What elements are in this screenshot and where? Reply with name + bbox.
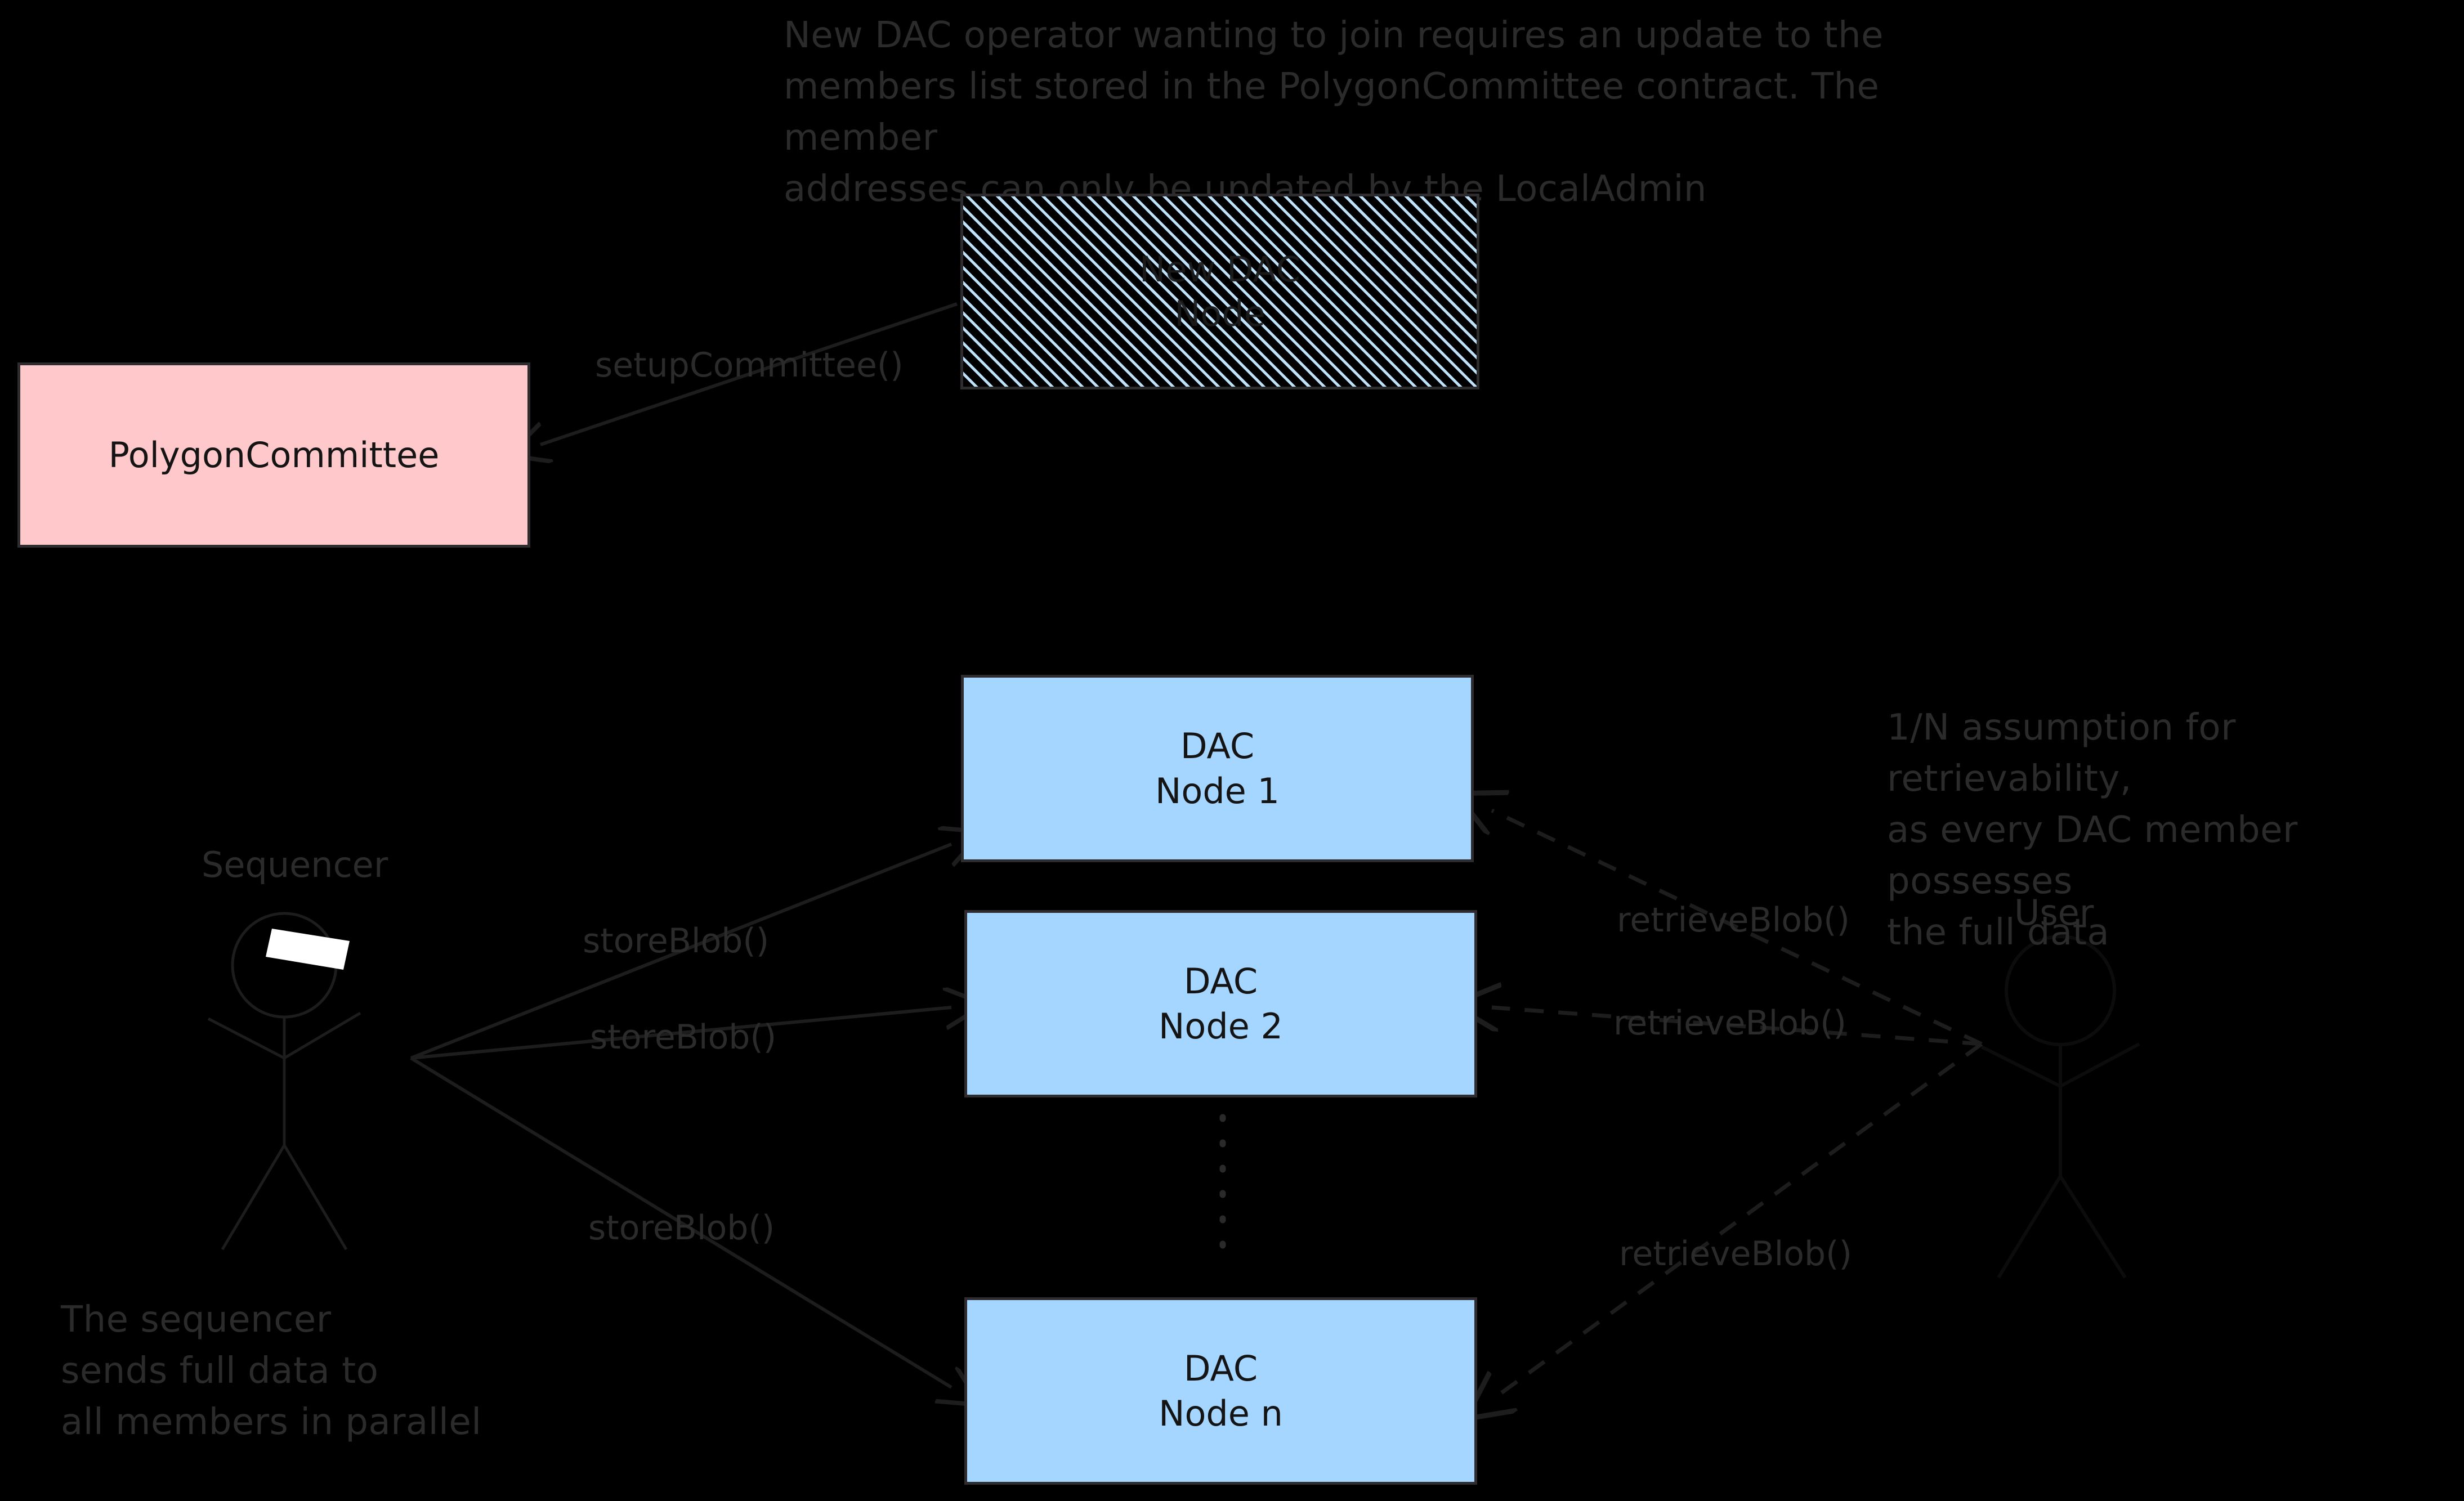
retrieve-blob-2-label: retrieveBlob() [1613, 1003, 1846, 1043]
dac-node-2-box[interactable]: DAC Node 2 [964, 910, 1477, 1097]
right-annotation: 1/N assumption for retrievability, as ev… [1887, 707, 2298, 953]
setup-committee-label: setupCommittee() [595, 346, 904, 385]
sequencer-label: Sequencer [202, 844, 388, 885]
new-dac-node-box[interactable]: New DAC Node [960, 194, 1479, 389]
polygon-committee-label: PolygonCommittee [108, 434, 440, 476]
user-figure [1980, 935, 2140, 1279]
retrieve-blob-n-label: retrieveBlob() [1619, 1234, 1852, 1274]
user-label: User [2014, 892, 2094, 933]
polygon-committee-box[interactable]: PolygonCommittee [17, 362, 530, 548]
top-annotation: New DAC operator wanting to join require… [784, 15, 1884, 210]
new-dac-node-label: New DAC Node [1139, 248, 1301, 334]
sequencer-hat-icon [266, 929, 350, 970]
retrieve-blob-1-label: retrieveBlob() [1617, 900, 1850, 940]
edge-retrieve-blob-noden [1497, 1042, 1983, 1396]
store-blob-1-label: storeBlob() [583, 921, 770, 961]
dac-node-n-box[interactable]: DAC Node n [964, 1297, 1477, 1485]
store-blob-2-label: storeBlob() [590, 1018, 777, 1057]
dac-node-2-label: DAC Node 2 [1159, 961, 1283, 1047]
bottom-left-annotation: The sequencer sends full data to all mem… [61, 1299, 482, 1443]
dac-node-n-label: DAC Node n [1159, 1348, 1283, 1434]
store-blob-n-label: storeBlob() [588, 1208, 775, 1248]
dac-node-1-label: DAC Node 1 [1155, 725, 1280, 812]
dac-node-1-box[interactable]: DAC Node 1 [961, 675, 1474, 862]
sequencer-figure [207, 912, 361, 1251]
